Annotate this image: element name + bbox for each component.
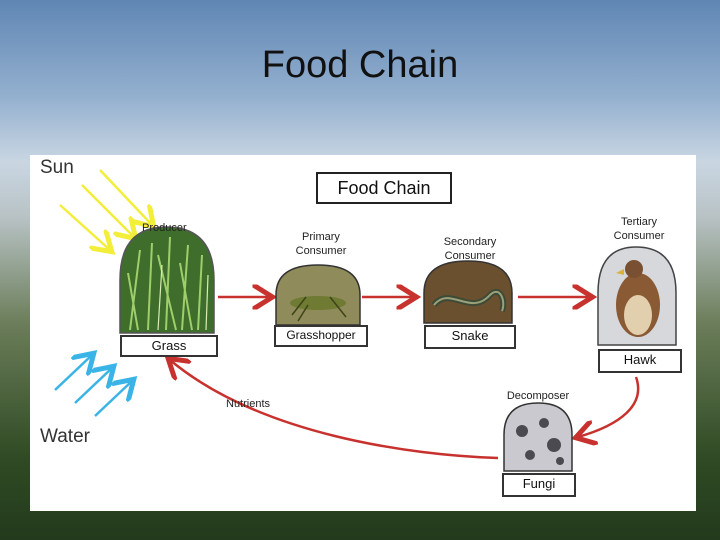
slide-title: Food Chain <box>261 44 459 86</box>
diagram-graphics <box>54 169 677 472</box>
producer-label: Producer <box>142 222 187 234</box>
decomposer-label: Decomposer <box>506 390 570 402</box>
grasshopper-label: Grasshopper <box>274 325 368 347</box>
diagram-title: Food Chain <box>316 172 452 204</box>
food-chain-diagram: Food Chain Sun Water Nutrients Producer … <box>30 155 696 511</box>
chain-arrows <box>170 297 640 460</box>
snake-image <box>423 260 513 324</box>
sun-arrows <box>59 169 152 250</box>
water-label: Water <box>40 426 90 447</box>
hawk-label: Hawk <box>598 349 682 373</box>
fungi-label: Fungi <box>502 473 576 497</box>
snake-label: Snake <box>424 325 516 349</box>
sun-label: Sun <box>40 157 74 178</box>
grasshopper-image <box>275 264 361 326</box>
nutrients-label: Nutrients <box>226 398 271 410</box>
fungi-image <box>503 402 573 472</box>
grass-label: Grass <box>120 335 218 357</box>
hawk-image <box>597 246 677 346</box>
grass-image <box>119 226 215 334</box>
water-arrows <box>54 355 132 417</box>
